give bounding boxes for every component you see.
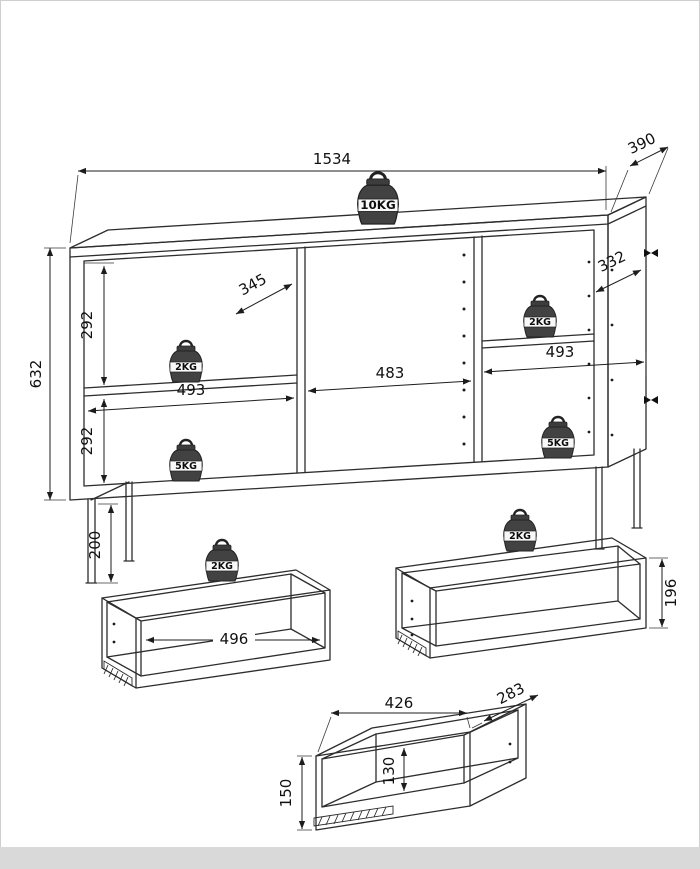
left-compartment-width-label: 493 [177, 381, 206, 399]
dimension-middle-compartment-width: 483 [307, 364, 472, 394]
dimension-upper-compartment-height: 292 [78, 262, 114, 385]
weight-2kg-drawer-small-icon: 2KG [204, 538, 240, 583]
upper-compartment-height-label: 292 [78, 311, 96, 340]
drawer-small: 496 2KG [101, 538, 331, 689]
drawer-detail-top-width-label: 426 [385, 694, 414, 712]
scan-edge-bottom [0, 847, 700, 869]
dimension-drawer-large-front-height: 196 [649, 557, 680, 629]
weight-5kg-right-bottom-icon: 5KG [540, 415, 576, 460]
weight-2kg-right-shelf-icon: 2KG [522, 294, 558, 339]
lower-compartment-height-label: 292 [78, 427, 96, 456]
drawer-small-inner-width-label: 496 [220, 630, 249, 648]
weight-2kg-right-shelf-label: 2KG [529, 317, 551, 328]
dimension-leg-height: 200 [86, 503, 118, 584]
dimension-drawer-small-inner-width: 496 [146, 629, 320, 648]
overall-width-label: 1534 [313, 150, 351, 168]
weight-2kg-left-shelf-icon: 2KG [168, 339, 204, 384]
dimension-overall-width: 1534 [69, 150, 607, 244]
drawer-detail-inner-height-label: 130 [380, 757, 398, 786]
overall-height-label: 632 [27, 360, 45, 389]
dimension-overall-height: 632 [27, 247, 66, 501]
dimension-drawer-detail-top-width: 426 [317, 694, 471, 753]
dimension-left-compartment-width: 493 [87, 381, 295, 414]
weight-2kg-left-shelf-label: 2KG [175, 362, 197, 373]
drawer-large-front-height-label: 196 [662, 579, 680, 608]
cabinet-body [69, 196, 647, 501]
weight-5kg-left-bottom-label: 5KG [175, 461, 197, 472]
drawer-detail: 426 283 150 130 [277, 679, 539, 831]
middle-compartment-width-label: 483 [376, 364, 405, 382]
weight-10kg-icon: 10KG [356, 171, 400, 226]
cabinet-legs [85, 448, 643, 584]
weight-5kg-left-bottom-icon: 5KG [168, 438, 204, 483]
leg-height-label: 200 [86, 531, 104, 560]
weight-10kg-label: 10KG [360, 198, 395, 212]
dimension-drawer-detail-front-height: 150 [277, 755, 312, 831]
drawer-small-slide-rail [103, 660, 133, 687]
drawer-detail-slide-rail [313, 805, 394, 827]
dimension-right-compartment-width: 493 [483, 343, 647, 376]
drawer-detail-front-height-label: 150 [277, 779, 295, 808]
weight-5kg-right-bottom-label: 5KG [547, 438, 569, 449]
cam-fitting-marks [644, 249, 658, 404]
weight-2kg-drawer-large-label: 2KG [509, 531, 531, 542]
drawer-large: 196 2KG [395, 508, 680, 659]
drawer-large-slide-rail [397, 630, 427, 657]
weight-2kg-drawer-large-icon: 2KG [502, 508, 538, 553]
dimension-drawer-detail-inner-height: 130 [380, 748, 408, 791]
right-compartment-width-label: 493 [546, 343, 575, 361]
weight-2kg-drawer-small-label: 2KG [211, 561, 233, 572]
